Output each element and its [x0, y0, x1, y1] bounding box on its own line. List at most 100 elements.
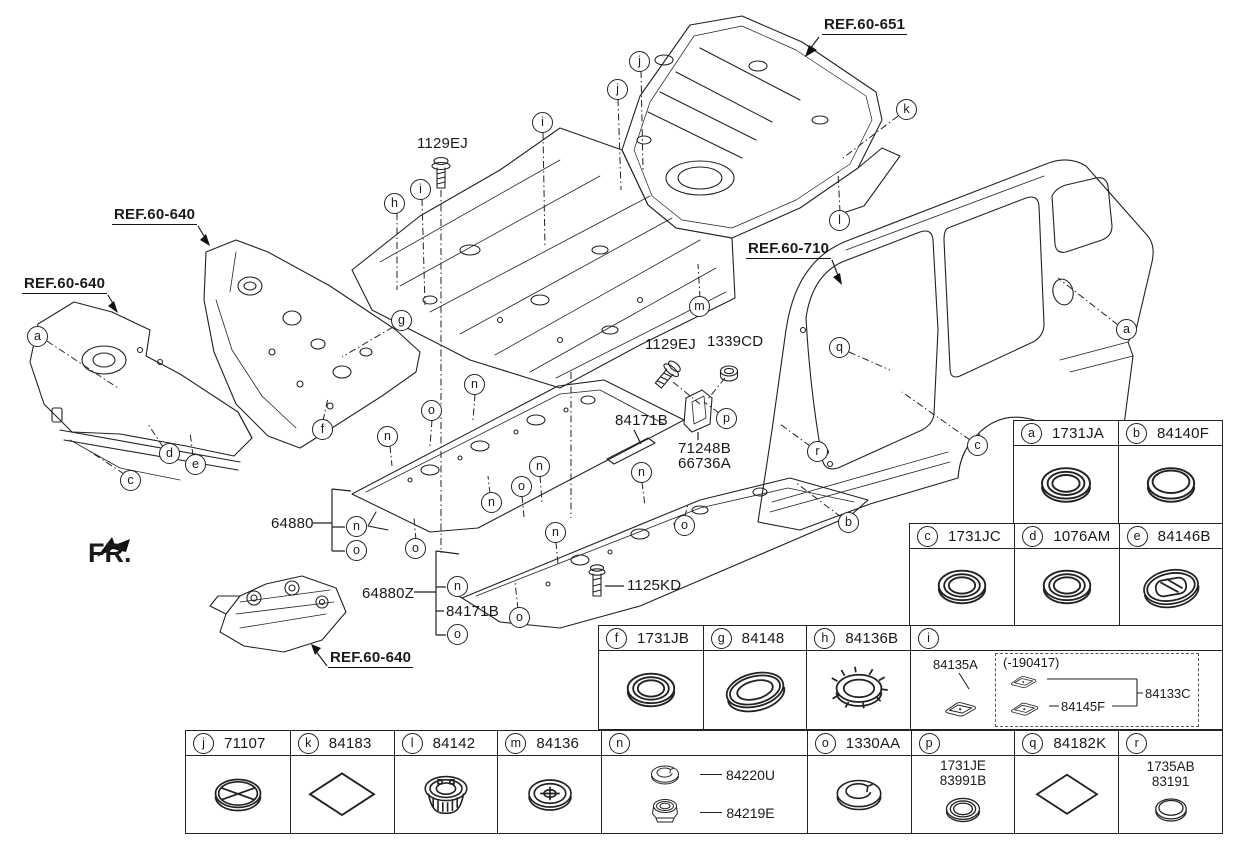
callout-o: o [447, 624, 468, 645]
callout-j-2: j [629, 51, 650, 72]
connector-line [700, 812, 723, 813]
cap-nut-icon [634, 793, 696, 833]
part-label-1339cd: 1339CD [707, 333, 764, 350]
callout-i-2: i [532, 112, 553, 133]
callout-n: n [346, 516, 367, 537]
film-diamond-icon [1025, 765, 1109, 825]
callout-p: p [716, 408, 737, 429]
callout-d-badge: d [1022, 525, 1044, 547]
leader-lines [46, 70, 1119, 610]
part-label-84171b-z: 84171B [446, 603, 499, 620]
callout-p-badge: p [918, 732, 940, 754]
arrowheads [97, 45, 842, 655]
callout-o-badge: o [814, 732, 836, 754]
rear-floor-panel-art [621, 15, 901, 239]
part-code-m: 84136 [536, 734, 580, 752]
bolt-1129ej-mid-art [654, 360, 681, 389]
callout-h: h [384, 193, 405, 214]
callout-r-badge: r [1126, 732, 1148, 754]
callout-j-1: j [607, 79, 628, 100]
legend-cell-j: j 71107 [186, 731, 290, 833]
part-label-64880: 64880 [271, 515, 314, 532]
legend-cell-p: p 1731JE 83991B [910, 731, 1015, 833]
ref-label-60-651: REF.60-651 [822, 16, 908, 35]
connector-line [699, 774, 722, 775]
callout-l: l [829, 210, 850, 231]
callout-o: o [674, 515, 695, 536]
callout-j-badge: j [193, 732, 214, 754]
plug-screw-icon [510, 765, 590, 825]
callout-n: n [464, 374, 485, 395]
part-code-c: 1731JC [948, 527, 1001, 545]
part-code-84145f: 84145F [1061, 699, 1106, 714]
part-code-a: 1731JA [1052, 424, 1105, 442]
under-cover-64880z-art [447, 477, 869, 629]
part-code-84133c: 84133C [1145, 686, 1191, 701]
callout-q-badge: q [1022, 732, 1044, 754]
ref-label-60-640-bottom: REF.60-640 [328, 649, 414, 668]
grommet-ring-icon [927, 788, 999, 832]
bolt-1125kd-art [588, 564, 606, 597]
callout-o: o [405, 538, 426, 559]
callout-k-badge: k [297, 732, 319, 754]
part-code-h: 84136B [845, 629, 899, 647]
ref-label-60-710: REF.60-710 [746, 240, 832, 259]
callout-b-badge: b [1126, 422, 1147, 444]
callout-o: o [346, 540, 367, 561]
part-label-66736a: 66736A [678, 455, 731, 472]
legend-cell-b: b 84140F [1118, 421, 1222, 523]
bolt-1129ej-top-art [431, 156, 451, 189]
part-label-1129ej-top: 1129EJ [417, 135, 468, 152]
date-range-box [995, 653, 1200, 727]
callout-n: n [377, 426, 398, 447]
callout-l-badge: l [401, 732, 423, 754]
callout-o: o [421, 400, 442, 421]
callout-k: k [896, 99, 917, 120]
part-code-l: 84142 [432, 734, 476, 752]
plug-plain-icon [1128, 453, 1214, 517]
ref-label-60-640-top: REF.60-640 [112, 206, 198, 225]
callout-n: n [631, 462, 652, 483]
side-body-art [757, 159, 1154, 531]
part-label-71248b: 71248B [678, 440, 731, 457]
date-range-note: (-190417) [1003, 655, 1060, 670]
callout-f: f [312, 419, 333, 440]
fender-apron-art [29, 301, 253, 481]
callout-e-badge: e [1126, 525, 1148, 547]
callout-n: n [481, 492, 502, 513]
part-code-f: 1731JB [637, 629, 690, 647]
plate-icon [935, 691, 987, 725]
grommet-ring-icon [919, 556, 1005, 618]
part-code-84220u: 84220U [725, 766, 776, 783]
part-code-e: 84146B [1157, 527, 1211, 545]
part-code-b: 84140F [1157, 424, 1210, 442]
part-label-1125kd: 1125KD [627, 577, 682, 594]
grommet-large-oval-icon [709, 657, 801, 723]
callout-i-badge: i [918, 627, 940, 649]
plug-x-icon [195, 764, 281, 826]
fr-direction-label: FR. [88, 538, 132, 568]
grommet-ring-icon [1024, 556, 1110, 618]
callout-h-badge: h [814, 627, 836, 649]
part-label-84171b: 84171B [615, 412, 668, 429]
callout-q: q [829, 337, 850, 358]
part-label-1129ej-mid: 1129EJ [645, 336, 696, 353]
ref-label-60-640-left: REF.60-640 [22, 275, 108, 294]
callout-i-1: i [410, 179, 431, 200]
grommet-oval-icon [1126, 555, 1216, 619]
callout-o: o [511, 476, 532, 497]
callout-g: g [391, 310, 412, 331]
callout-f-badge: f [606, 627, 627, 649]
part-code-83191: 83191 [1151, 773, 1190, 789]
bracket-71248b-art [683, 389, 713, 433]
i-cell-connector-lines [958, 672, 1144, 707]
part-code-q: 84182K [1053, 734, 1107, 752]
part-code-j: 71107 [224, 734, 266, 752]
